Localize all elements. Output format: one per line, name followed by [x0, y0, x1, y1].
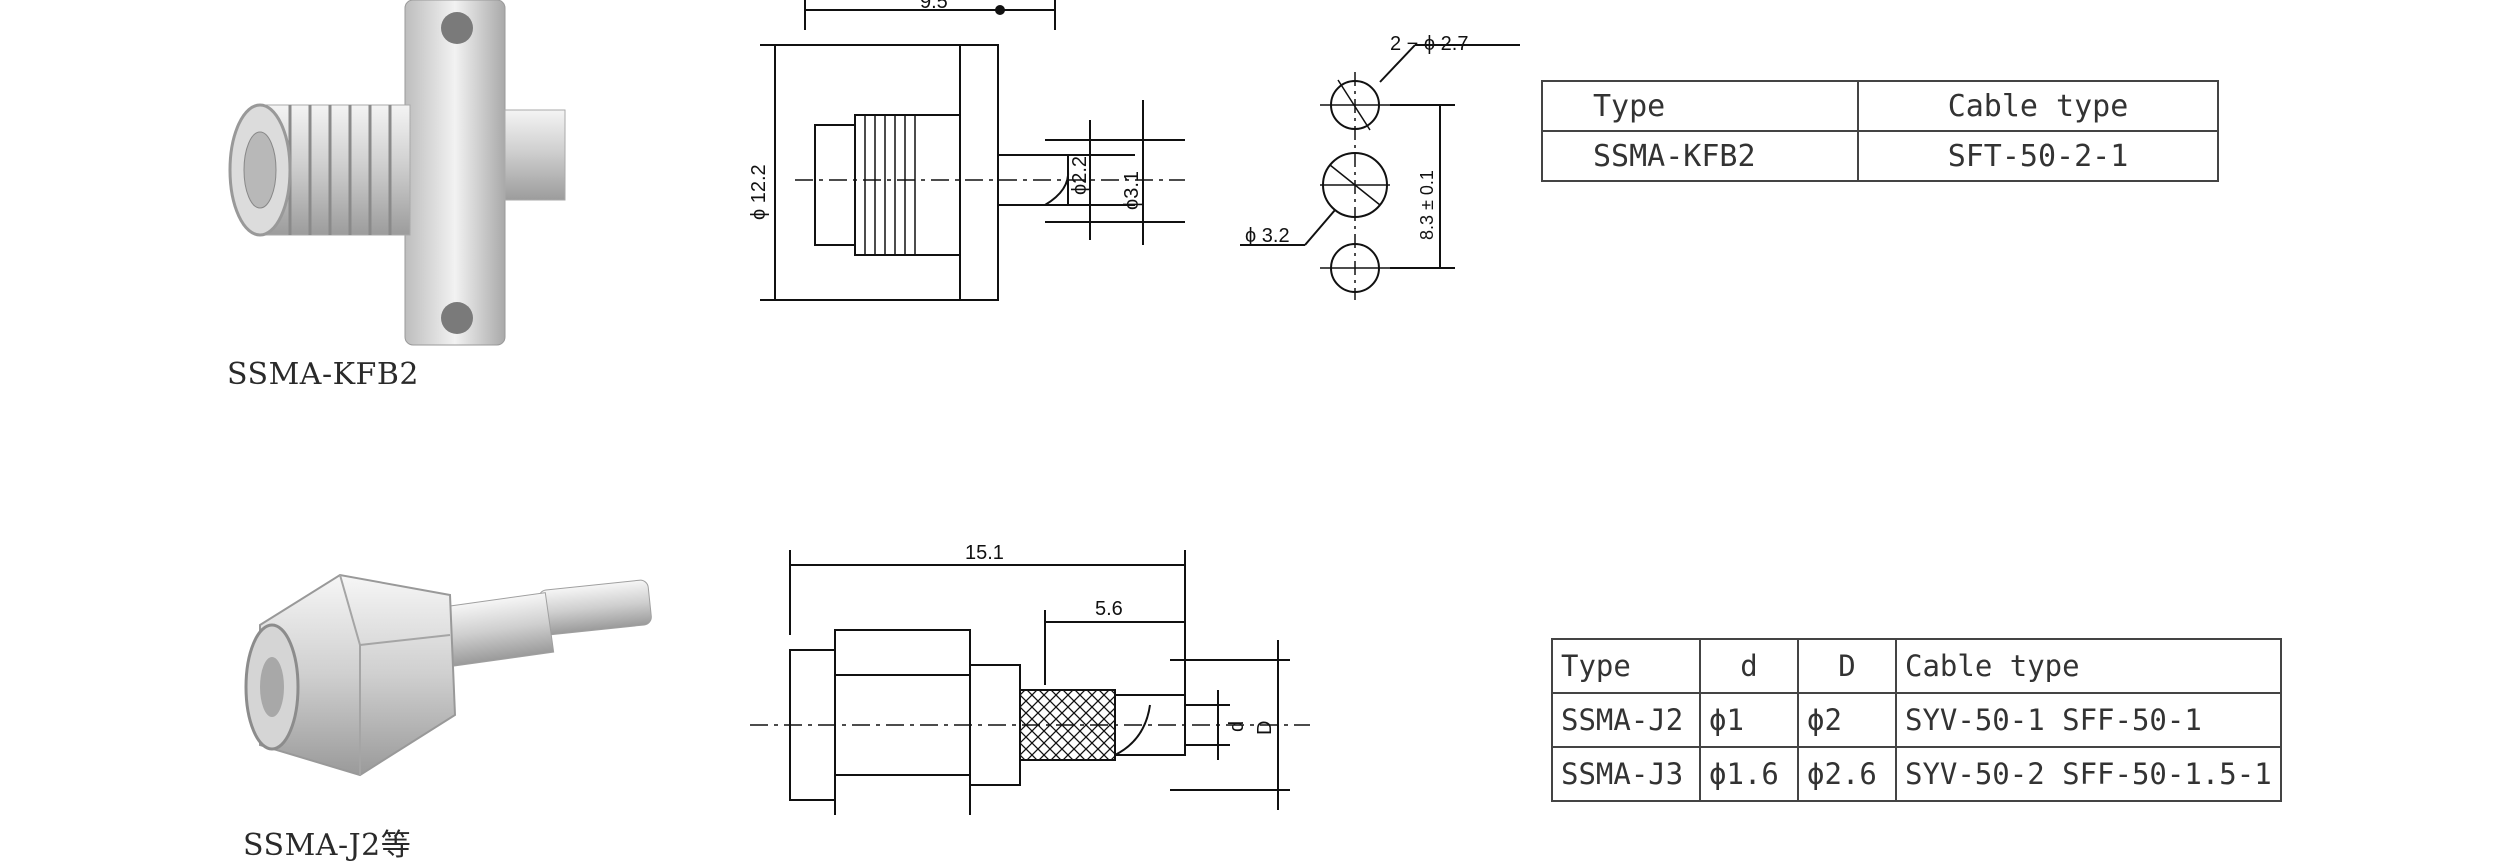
table-header-cell: Cable type: [1857, 80, 2219, 132]
inner-diameter-label: d: [1226, 721, 1248, 732]
table-row: SSMA-J2 ϕ1 ϕ2 SYV-50-1 SFF-50-1: [1551, 692, 2282, 748]
table-cell: ϕ1: [1699, 692, 1799, 748]
table-header-cell: Cable type: [1895, 638, 2282, 694]
outer-diameter-label: D: [1254, 721, 1276, 735]
table-row: SSMA-J3 ϕ1.6 ϕ2.6 SYV-50-2 SFF-50-1.5-1: [1551, 746, 2282, 802]
ssma-kfb2-hole-pattern: 2 − ϕ 2.7 ϕ 3.2 8.3 ± 0.1: [1240, 33, 1520, 300]
table-cell: ϕ1.6: [1699, 746, 1799, 802]
table-header-cell: Type: [1541, 80, 1859, 132]
holes-dimension-label: 2 − ϕ 2.7: [1390, 33, 1468, 55]
table-cell: SYV-50-1 SFF-50-1: [1895, 692, 2282, 748]
ssma-kfb2-caption: SSMA-KFB2: [227, 357, 419, 392]
table-header-row: Type d D Cable type: [1551, 638, 2282, 694]
table-cell: ϕ2.6: [1797, 746, 1897, 802]
ssma-j2-spec-table: Type d D Cable type SSMA-J2 ϕ1 ϕ2 SYV-50…: [1551, 638, 2282, 802]
ssma-kfb2-spec-table: Type Cable type SSMA-KFB2 SFT-50-2-1: [1541, 80, 2219, 182]
table-header-cell: d: [1699, 638, 1799, 694]
tail-dimension-label: 5.6: [1095, 598, 1123, 620]
ssma-kfb2-side-drawing: 9.5 ϕ 12.2 ϕ2.2 ϕ3.1: [748, 0, 1185, 301]
table-row: SSMA-KFB2 SFT-50-2-1: [1541, 130, 2219, 182]
table-cell: SFT-50-2-1: [1857, 130, 2219, 182]
table-cell: SSMA-J3: [1551, 746, 1701, 802]
ssma-kfb2-photo: [228, 0, 566, 346]
table-header-cell: Type: [1551, 638, 1701, 694]
height-dimension-label: ϕ 12.2: [748, 164, 770, 220]
ssma-j2-photo: [244, 573, 652, 777]
table-cell: SSMA-J2: [1551, 692, 1701, 748]
ssma-j2-caption: SSMA-J2等: [243, 828, 412, 863]
ssma-j2-side-drawing: 15.1 5.6 d D: [750, 545, 1310, 815]
table-cell: SYV-50-2 SFF-50-1.5-1: [1895, 746, 2282, 802]
table-cell: SSMA-KFB2: [1541, 130, 1859, 182]
hole-diameter-label: ϕ 3.2: [1245, 225, 1290, 247]
pin-dimension-label-1: ϕ2.2: [1069, 156, 1091, 195]
length-dimension-label: 15.1: [965, 545, 1004, 564]
table-header-cell: D: [1797, 638, 1897, 694]
table-header-row: Type Cable type: [1541, 80, 2219, 132]
table-cell: ϕ2: [1797, 692, 1897, 748]
top-dimension-label: 9.5: [920, 0, 948, 13]
hole-spacing-label: 8.3 ± 0.1: [1417, 170, 1437, 240]
pin-dimension-label-2: ϕ3.1: [1121, 171, 1143, 210]
